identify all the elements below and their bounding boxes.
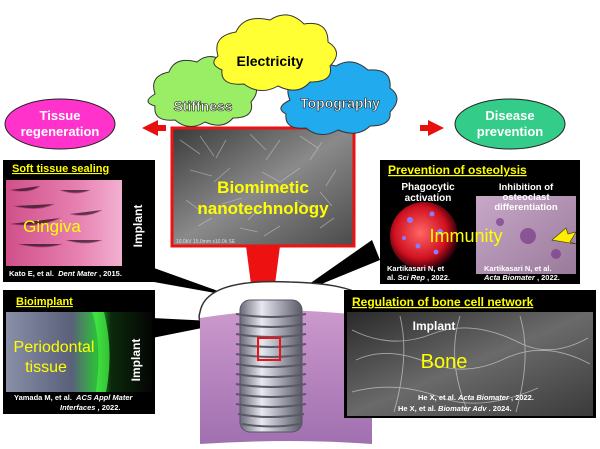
implant-zoom-box <box>257 337 281 361</box>
tissue-regeneration-line1: Tissue <box>40 108 81 123</box>
bioimplant-implant-label: Implant <box>129 339 143 382</box>
panel-bone: Regulation of bone cell network Implant … <box>344 290 596 418</box>
tissue-regeneration-line2: regeneration <box>21 124 100 139</box>
bone-citation-line2: He X, et al. Biomater Adv . 2024. <box>398 404 512 413</box>
bone-citation-2-authors: He X, et al. <box>398 404 438 413</box>
center-title-line2: nanotechnology <box>197 199 329 218</box>
bone-citation-1-journal: Acta Biomater <box>457 393 510 402</box>
bioimplant-tissue-label-line2: tissue <box>25 359 67 376</box>
osteolysis-citation-right-1: Kartikasari N, et al. <box>484 264 552 273</box>
soft-tissue-citation-authors: Kato E, et al. <box>9 269 54 278</box>
bone-heading: Regulation of bone cell network <box>352 295 534 309</box>
bioimplant-citation-line2: Interfaces , 2022. <box>60 403 120 412</box>
cloud-electricity-shape <box>213 14 337 91</box>
bioimplant-citation-line1: Yamada M, et al. ACS Appl Mater <box>14 393 134 402</box>
bone-citation-1-year: , 2022. <box>511 393 534 402</box>
bone-sem-image <box>347 312 593 416</box>
cloud-electricity-label: Electricity <box>237 53 304 69</box>
osteolysis-citation-right-2: Acta Biomater , 2022. <box>483 273 560 282</box>
disease-prevention-shape <box>454 98 566 150</box>
bone-citation-2-year: . 2024. <box>489 404 512 413</box>
bioimplant-citation-year: , 2022. <box>98 403 121 412</box>
left-arrow <box>142 120 166 136</box>
osteolysis-right-caption-1: Inhibition of <box>499 182 554 193</box>
cloud-electricity: Electricity <box>213 14 337 91</box>
osteolysis-citation-left-journal: Sci Rep <box>397 273 425 282</box>
bone-implant-label: Implant <box>413 319 456 333</box>
bone-citation-line1: He X, et al. Acta Biomater , 2022. <box>418 393 534 402</box>
tissue-regeneration-bubble: Tissue regeneration <box>4 98 116 150</box>
soft-tissue-implant-label: Implant <box>131 205 145 248</box>
bone-label: Bone <box>421 351 468 373</box>
soft-tissue-citation-journal: Dent Mater <box>58 269 98 278</box>
soft-tissue-citation: Kato E, et al. Dent Mater , 2015. <box>9 269 122 278</box>
bone-network-texture <box>351 315 591 413</box>
osteoclast-cells <box>496 218 561 259</box>
phagocyte-cell-image <box>390 202 458 270</box>
tissue-regeneration-shape <box>4 98 116 150</box>
soft-tissue-citation-year: , 2015. <box>99 269 122 278</box>
screw-threads <box>235 313 307 428</box>
osteolysis-citation-left-1: Kartikasari N, et <box>387 264 445 273</box>
implant-illustration <box>198 280 373 444</box>
bioimplant-citation-journal-b: Interfaces <box>60 403 95 412</box>
gingiva-texture <box>9 185 103 248</box>
osteolysis-immunity-label: Immunity <box>429 226 502 246</box>
bone-citation-1-authors: He X, et al. <box>418 393 458 402</box>
cloud-stiffness-label: Stiffness <box>173 98 232 114</box>
center-title-line1: Biomimetic <box>217 178 309 197</box>
osteolysis-citation-right-year: , 2022. <box>537 273 560 282</box>
bioimplant-citation-authors: Yamada M, et al. <box>14 393 72 402</box>
callout-wedge-osteolysis <box>292 240 380 296</box>
osteolysis-citation-left-year: , 2022. <box>427 273 450 282</box>
soft-tissue-heading: Soft tissue sealing <box>12 163 109 175</box>
bone-citation-2-journal: Biomater Adv <box>438 404 487 413</box>
osteolysis-heading: Prevention of osteolysis <box>388 163 527 177</box>
implant-screw <box>235 299 307 433</box>
phagocyte-particles <box>402 211 443 255</box>
periodontal-image <box>6 312 152 392</box>
panel-bioimplant: Bioimplant Periodontal tissue Implant Ya… <box>3 290 155 414</box>
osteoclast-pointer-arrow <box>551 227 577 245</box>
bioimplant-tissue-label-line1: Periodontal <box>14 339 95 356</box>
sem-texture <box>179 133 337 237</box>
osteolysis-citation-right-journal: Acta Biomater <box>483 273 536 282</box>
osteolysis-right-caption-3: differentiation <box>494 202 558 213</box>
osteolysis-citation-left-2a: al. <box>387 273 397 282</box>
disease-prevention-line2: prevention <box>477 124 544 139</box>
central-sem-image <box>170 126 356 248</box>
right-arrow <box>420 120 444 136</box>
osteolysis-citation-left-2: al. Sci Rep , 2022. <box>387 273 450 282</box>
bioimplant-heading: Bioimplant <box>16 296 73 308</box>
disease-prevention-bubble: Disease prevention <box>454 98 566 150</box>
osteolysis-left-caption-2: activation <box>405 193 452 204</box>
panel-osteolysis: Prevention of osteolysis Phagocytic acti… <box>380 160 580 284</box>
periodontal-fluorescence <box>92 312 110 392</box>
osteolysis-right-caption-2: osteoclast <box>503 192 551 203</box>
disease-prevention-line1: Disease <box>485 108 534 123</box>
bioimplant-citation-journal-a: ACS Appl Mater <box>75 393 133 402</box>
sem-scale-text: 10.0kV 15.0mm x10.0k SE <box>176 239 236 245</box>
osteolysis-left-caption-1: Phagocytic <box>401 182 455 193</box>
cloud-topography-label: Topography <box>300 95 380 111</box>
central-sem-panel: Biomimetic nanotechnology 10.0kV 15.0mm … <box>170 126 356 248</box>
callout-wedge-soft-tissue <box>154 268 232 296</box>
soft-tissue-gingiva-label: Gingiva <box>23 217 81 236</box>
panel-soft-tissue: Soft tissue sealing Gingiva Implant Kato… <box>3 160 155 282</box>
